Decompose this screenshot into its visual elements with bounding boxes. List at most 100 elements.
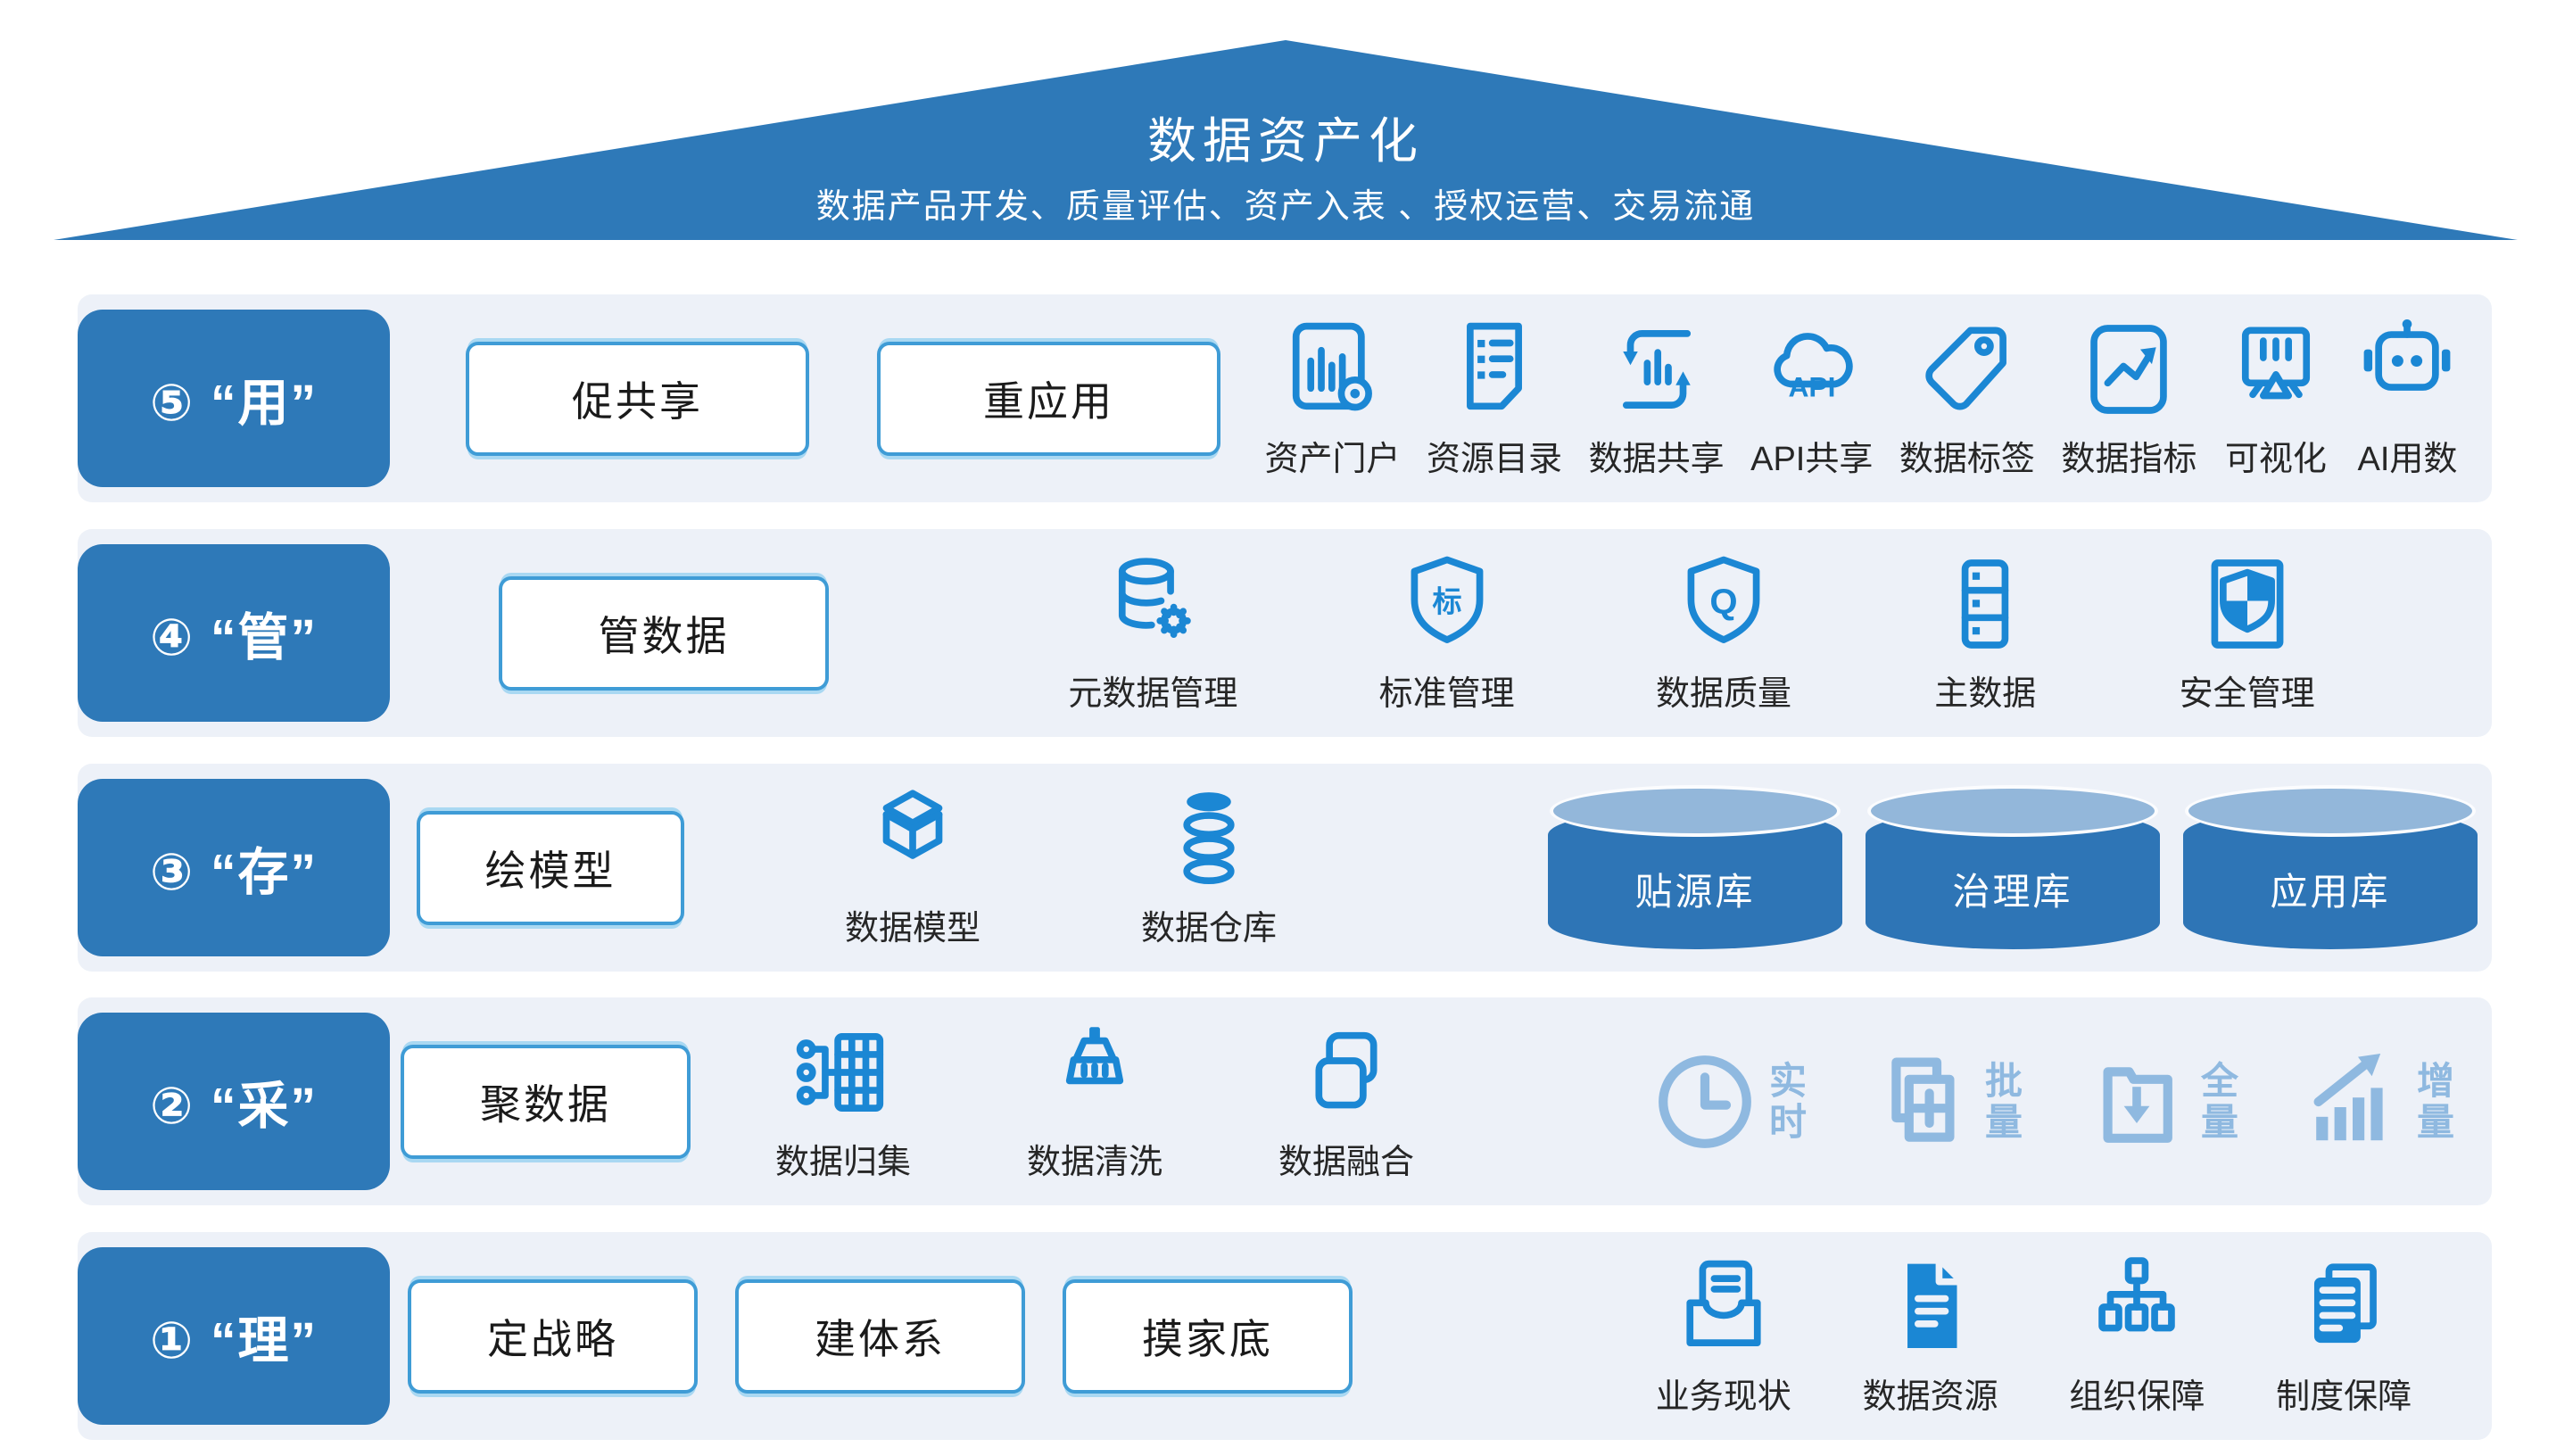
promote-sharing-button: 促共享 [466, 341, 809, 456]
icon-label: 标准管理 [1378, 675, 1515, 713]
batch-mode: 批量 [1867, 1048, 2024, 1155]
icon-label: 数据指标 [2061, 441, 2197, 478]
metadata-icon [1119, 558, 1192, 639]
icon-label: 数据仓库 [1141, 910, 1278, 947]
row-govern-buttons: 定战略 建体系 摸家底 [408, 1278, 1353, 1394]
cylinder-top [1867, 784, 2158, 837]
data-cleaning-icon [1065, 1027, 1124, 1085]
data-model-item: 数据模型 [845, 786, 980, 949]
row-manage-icons: 元数据管理 标 标准管理 Q 数据质量 [927, 551, 2456, 715]
source-db-cylinder: 贴源库 [1548, 784, 1842, 951]
standard-shield-icon: 标 [1411, 556, 1484, 643]
data-metric-icon [2090, 325, 2168, 414]
cylinder-label: 贴源库 [1634, 870, 1756, 913]
row-store-buttons: 绘模型 [417, 810, 684, 925]
icon-label: 数据资源 [1862, 1378, 1998, 1416]
standard-shield-item: 标 标准管理 [1379, 551, 1515, 715]
master-data-icon [1962, 559, 2009, 649]
api-share-icon: API [1774, 333, 1853, 403]
roof: 数据资产化 数据产品开发、质量评估、资产入表 、授权运营、交易流通 [54, 40, 2518, 240]
icon-label: API共享 [1750, 441, 1874, 478]
aggregate-data-button: 聚数据 [401, 1044, 691, 1159]
api-share-item: API API共享 [1750, 317, 1873, 480]
data-resource-icon [1907, 1260, 1960, 1349]
icon-label: 安全管理 [2179, 675, 2315, 713]
data-fusion-icon [1315, 1031, 1378, 1109]
data-resource-item: 数据资源 [1863, 1254, 1998, 1418]
data-share-item: 数据共享 [1589, 317, 1725, 480]
icon-label: 制度保障 [2276, 1378, 2412, 1416]
manage-data-button: 管数据 [499, 575, 829, 691]
quality-shield-item: Q 数据质量 [1656, 551, 1791, 715]
metadata-item: 元数据管理 [1068, 551, 1237, 715]
row-store-icons: 数据模型 数据仓库 [845, 786, 1277, 949]
full-volume-icon [2103, 1066, 2172, 1143]
data-tag-icon [1925, 327, 2006, 410]
row-collect-buttons: 聚数据 [401, 1044, 691, 1159]
data-warehouse-icon [1183, 792, 1235, 885]
data-fusion-item: 数据融合 [1278, 1020, 1414, 1183]
row-use: ⑤ “用” 促共享 重应用 资产门户 [78, 294, 2492, 502]
row-govern-label: ① “理” [78, 1247, 390, 1425]
row-govern: ① “理” 定战略 建体系 摸家底 业务现状 数据资源 [78, 1232, 2492, 1440]
asset-portal-icon [1292, 322, 1372, 411]
mode-label: 全量 [2200, 1060, 2238, 1143]
row-use-buttons: 促共享 重应用 [466, 341, 1220, 456]
data-model-icon [882, 790, 943, 859]
batch-icon [1891, 1057, 1955, 1142]
icon-label: 资源目录 [1427, 441, 1563, 478]
cylinder-label: 治理库 [1952, 870, 2073, 913]
mode-label: 批量 [1984, 1060, 2023, 1143]
icon-label: 数据标签 [1899, 441, 2035, 478]
data-metric-item: 数据指标 [2061, 317, 2197, 480]
icon-label: 业务现状 [1655, 1378, 1791, 1416]
visualization-icon [2241, 327, 2310, 400]
realtime-clock-icon [1659, 1055, 1751, 1148]
row-store: ③ “存” 绘模型 数据模型 数据仓库 [78, 764, 2492, 972]
data-collection-icon [796, 1033, 884, 1112]
api-text: API [1788, 371, 1835, 403]
master-data-item: 主数据 [1932, 551, 2038, 715]
icon-label: 数据融合 [1278, 1144, 1415, 1181]
quality-glyph: Q [1709, 582, 1737, 622]
application-db-cylinder: 应用库 [2183, 784, 2478, 951]
row-manage-buttons: 管数据 [499, 575, 829, 691]
policy-docs-item: 制度保障 [2276, 1254, 2412, 1418]
row-collect-icons: 数据归集 数据清洗 数据融合 [775, 1020, 1414, 1183]
icon-label: 数据模型 [845, 910, 981, 947]
collection-modes: 实时 批量 全量 [1651, 1048, 2456, 1155]
icon-label: 主数据 [1934, 675, 2037, 713]
icon-label: 资产门户 [1264, 441, 1401, 478]
data-collection-item: 数据归集 [775, 1020, 911, 1183]
icon-label: 数据归集 [775, 1144, 912, 1181]
asset-portal-item: 资产门户 [1265, 317, 1401, 480]
row-store-label: ③ “存” [78, 779, 390, 956]
resource-catalog-item: 资源目录 [1427, 317, 1562, 480]
data-tag-item: 数据标签 [1899, 317, 2035, 480]
mode-label: 增量 [2416, 1060, 2454, 1143]
quality-shield-icon: Q [1687, 556, 1760, 643]
row-collect-label: ② “采” [78, 1013, 390, 1190]
visualization-item: 可视化 [2223, 317, 2329, 480]
org-chart-item: 组织保障 [2069, 1254, 2205, 1418]
incremental-mode: 增量 [2299, 1048, 2456, 1155]
governance-db-cylinder: 治理库 [1866, 784, 2160, 951]
ai-robot-icon [2364, 318, 2451, 391]
realtime-mode: 实时 [1651, 1048, 1808, 1155]
build-system-button: 建体系 [735, 1278, 1025, 1394]
icon-label: 元数据管理 [1068, 675, 1238, 713]
security-shield-item: 安全管理 [2180, 551, 2315, 715]
row-manage-label: ④ “管” [78, 544, 390, 722]
standard-glyph: 标 [1432, 584, 1461, 617]
emphasize-application-button: 重应用 [877, 341, 1220, 456]
roof-title: 数据资产化 [1146, 113, 1424, 169]
cylinder-label: 应用库 [2270, 870, 2391, 913]
icon-label: AI用数 [2357, 441, 2458, 478]
data-cleaning-item: 数据清洗 [1027, 1020, 1162, 1183]
icon-label: 数据质量 [1655, 675, 1791, 713]
data-warehouse-item: 数据仓库 [1141, 786, 1277, 949]
row-use-icons: 资产门户 资源目录 [1238, 317, 2486, 480]
icon-label: 数据清洗 [1027, 1144, 1163, 1181]
mode-label: 实时 [1768, 1060, 1807, 1143]
